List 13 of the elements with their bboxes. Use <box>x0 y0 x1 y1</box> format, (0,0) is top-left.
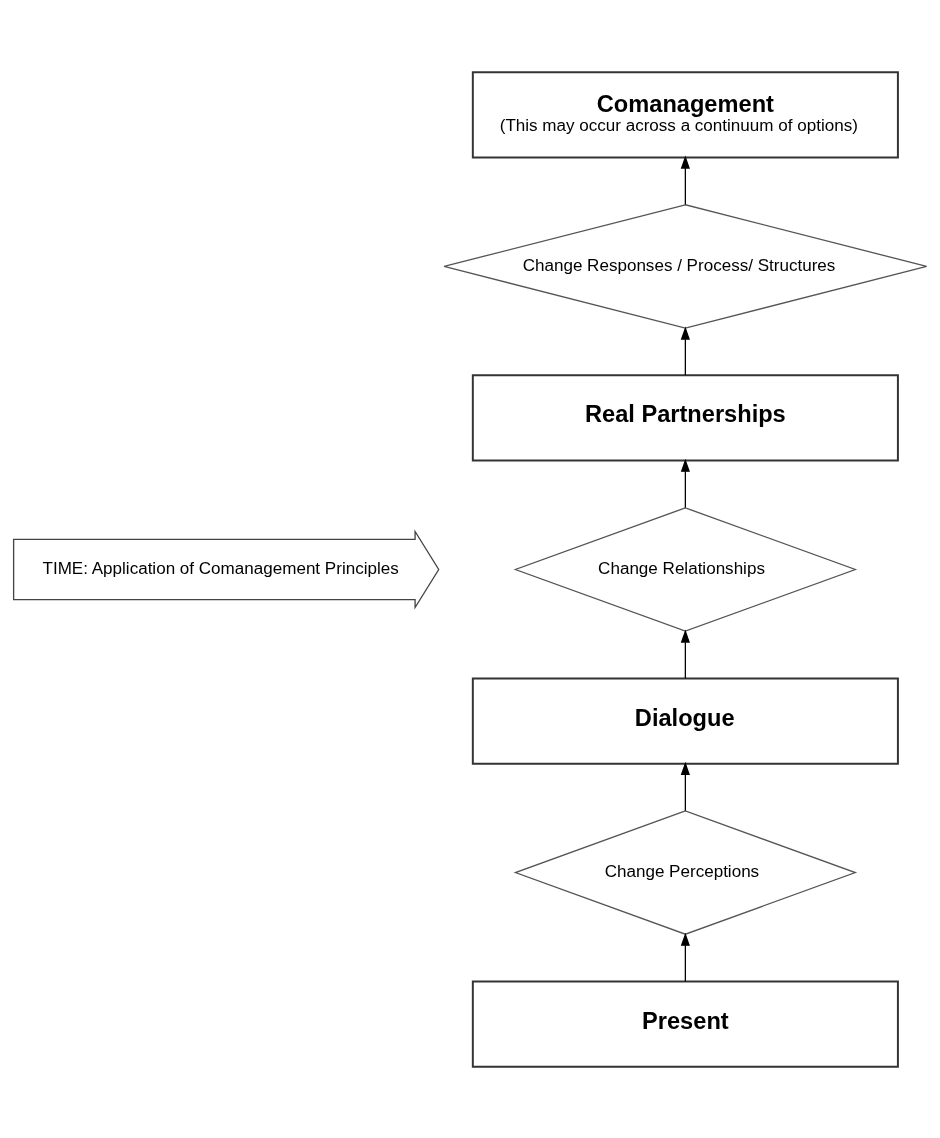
node-diamond: Change Relationships <box>513 506 858 632</box>
arrow <box>680 326 690 376</box>
arrow <box>680 629 690 679</box>
node-diamond: Change Perceptions <box>513 809 858 935</box>
arrow <box>680 761 690 811</box>
node-box: Present <box>471 980 899 1068</box>
node-diamond: Change Responses / Process/ Structures <box>443 203 928 329</box>
node-box: Real Partnerships <box>471 373 899 462</box>
node-box: Comanagement (This may occur across a continuum of options) <box>471 70 899 158</box>
arrow <box>680 932 690 982</box>
arrow <box>680 155 690 205</box>
node-box: Dialogue <box>471 676 899 765</box>
arrow <box>680 458 690 508</box>
